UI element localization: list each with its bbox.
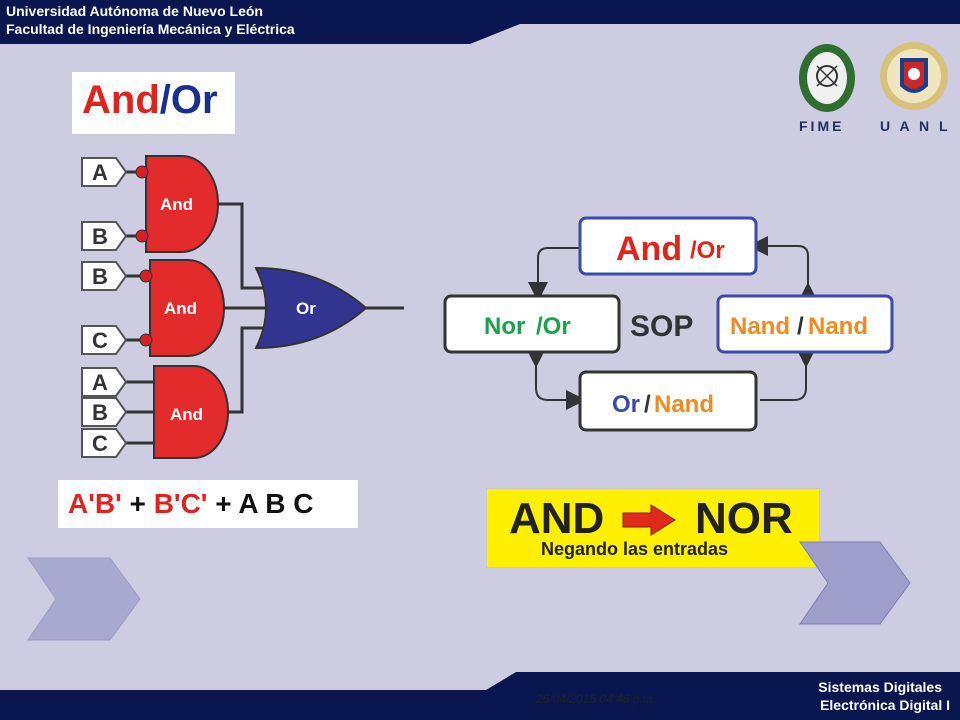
box-nor-or-part2: /Or (536, 313, 571, 340)
box-or-nand-sep: / (644, 391, 651, 418)
inverter-bubble (139, 269, 153, 283)
banner-nor: NOR (695, 494, 793, 543)
and-gate-1-label: And (160, 195, 193, 214)
formula-box: A'B' + B'C' + A B C (58, 480, 358, 528)
slide-title: And/Or (82, 78, 218, 123)
input-b-3: B (92, 400, 108, 425)
sop-conversion-diagram: And /Or Nor /Or SOP Nand / Nand Or / Nan… (443, 216, 894, 432)
footer-date: 26/04/2015 04:46 p.m. (536, 692, 657, 706)
right-arrow-icon (622, 504, 676, 536)
input-c-2: C (92, 431, 108, 456)
previous-arrow-icon[interactable] (26, 556, 142, 642)
slide-title-box: And/Or (72, 72, 235, 134)
box-and-or-part1: And (616, 230, 682, 268)
box-and-or-part2: /Or (690, 237, 725, 264)
banner-and: AND (509, 494, 605, 543)
and-to-nor-banner: AND NOR Negando las entradas (486, 488, 820, 568)
formula-plus-1: + (121, 488, 154, 519)
input-b-2: B (92, 264, 108, 289)
inverter-bubble (135, 165, 149, 179)
input-c-1: C (92, 328, 108, 353)
fime-logo: FIME (795, 40, 859, 136)
box-nand-nand (716, 294, 894, 354)
footer-subject: Electrónica Digital I (820, 697, 950, 713)
footer-bar (0, 672, 960, 720)
footer-course: Sistemas Digitales (818, 679, 942, 695)
university-name: Universidad Autónoma de Nuevo León (6, 3, 263, 19)
title-and: And (82, 78, 160, 122)
uanl-logo-label: U A N L (880, 118, 951, 134)
and-gate-2 (149, 259, 225, 357)
input-a-2: A (92, 370, 108, 395)
box-nor-or (443, 294, 621, 354)
box-or-nand (578, 370, 758, 432)
formula-term-2: B'C' (153, 488, 208, 519)
formula-term-1: A'B' (68, 488, 122, 519)
input-a-1: A (92, 160, 108, 185)
box-nand-nand-part1: Nand (730, 313, 790, 340)
box-nand-nand-part2: Nand (808, 313, 868, 340)
inverter-bubble (139, 333, 153, 347)
title-or: Or (170, 78, 218, 122)
and-gate-3-label: And (170, 405, 203, 424)
sop-center-label: SOP (630, 310, 693, 343)
faculty-name: Facultad de Ingeniería Mecánica y Eléctr… (6, 21, 295, 37)
fime-logo-label: FIME (799, 118, 845, 134)
box-or-nand-part2: Nand (654, 391, 714, 418)
next-arrow-icon[interactable] (798, 540, 912, 626)
inverter-bubble (135, 229, 149, 243)
input-tags (81, 157, 128, 458)
uanl-logo: U A N L (876, 40, 956, 136)
sop-formula: A'B' + B'C' + A B C (68, 488, 314, 520)
or-gate (254, 266, 368, 350)
logic-circuit: A B B C A B C And And And Or (81, 155, 404, 459)
header-bar (0, 0, 960, 44)
banner-subtitle: Negando las entradas (541, 539, 729, 559)
input-b-1: B (92, 224, 108, 249)
box-nand-nand-sep: / (797, 313, 804, 340)
and-gate-2-label: And (164, 299, 197, 318)
box-nor-or-part1: Nor (484, 313, 525, 340)
box-or-nand-part1: Or (612, 391, 640, 418)
or-gate-label: Or (296, 299, 316, 318)
and-gate-1 (145, 155, 219, 253)
and-gate-3 (153, 365, 229, 459)
formula-rest: + A B C (207, 488, 314, 519)
title-separator: / (159, 78, 171, 122)
box-and-or (578, 216, 758, 276)
